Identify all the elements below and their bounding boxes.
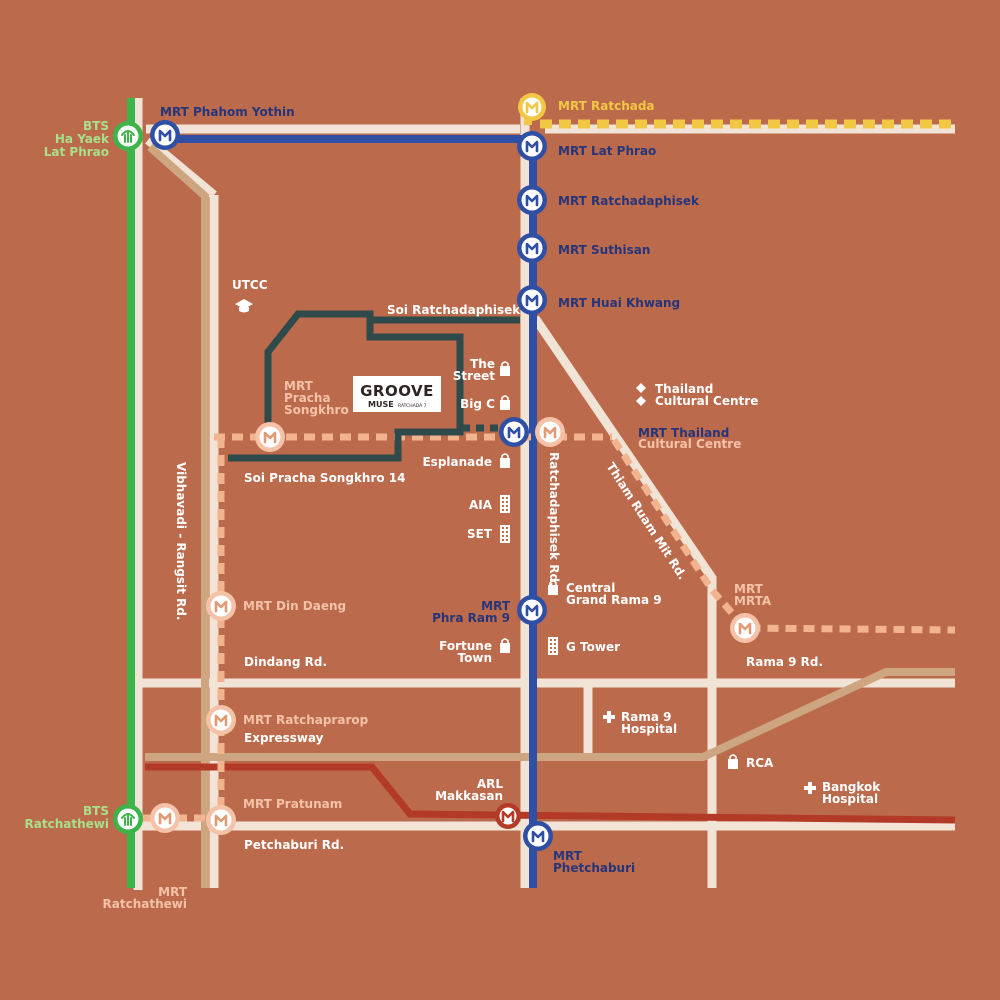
mrt-din-daeng-icon[interactable] <box>206 591 236 621</box>
label-mrt-ratchaprarop: MRT Ratchaprarop <box>243 713 369 727</box>
bangkok-hospital-cross-icon <box>804 782 816 794</box>
road-vibhavadi-diag <box>145 136 217 199</box>
label-vibhavadi: Vibhavadi - Rangsit Rd. <box>174 462 188 620</box>
rca-shopping-bag-icon <box>728 754 738 769</box>
label-mrt-din-daeng: MRT Din Daeng <box>243 599 346 613</box>
mrt-pratunam-icon[interactable] <box>206 805 236 835</box>
utcc-graduation-cap-icon <box>235 299 253 313</box>
thailand-cc-diamond-icon <box>636 396 646 406</box>
fortune-town-shopping-bag-icon <box>500 638 510 653</box>
label-mrt-phahom-yothin: MRT Phahom Yothin <box>160 105 295 119</box>
thailand-cc-diamond-icon <box>636 383 646 393</box>
label-esplanade: Esplanade <box>422 455 492 469</box>
central-shopping-bag-icon <box>548 580 558 595</box>
mrt-ratchathewi-icon[interactable] <box>150 803 180 833</box>
mrt-ratchada-icon[interactable] <box>518 93 546 121</box>
logo-box <box>353 376 441 412</box>
label-big-c: Big C <box>460 397 495 411</box>
label-mrt-lat-phrao: MRT Lat Phrao <box>558 144 656 158</box>
label-mrt-thailand-cc-2: Cultural Centre <box>638 437 741 451</box>
expressway-vibhavadi <box>147 144 209 888</box>
label-aia: AIA <box>469 498 493 512</box>
label-petchaburi: Petchaburi Rd. <box>244 838 344 852</box>
label-mrt-suthisan: MRT Suthisan <box>558 243 650 257</box>
bts-ha-yaek-icon[interactable] <box>113 121 143 151</box>
mrt-thailand-cc-blue-icon[interactable] <box>499 417 529 447</box>
mrt-mrta-icon[interactable] <box>730 613 760 643</box>
g-tower-office-building-icon <box>548 637 558 655</box>
set-office-building-icon <box>500 525 510 543</box>
logo-sub: MUSE <box>368 400 394 409</box>
mrt-pracha-songkhro-icon[interactable] <box>255 422 285 452</box>
aia-office-building-icon <box>500 495 510 513</box>
label-rca: RCA <box>746 756 774 770</box>
label-mrt-ratchadaphisek: MRT Ratchadaphisek <box>558 194 700 208</box>
label-set: SET <box>467 527 493 541</box>
arl-makkasan-icon[interactable] <box>495 803 521 829</box>
mrt-phra-ram9-icon[interactable] <box>517 595 547 625</box>
bts-ratchathewi-icon[interactable] <box>113 804 143 834</box>
label-utcc: UTCC <box>232 278 268 292</box>
big-c-shopping-bag-icon <box>500 395 510 410</box>
road-thiam-ruam-mit <box>531 315 717 888</box>
mrt-thailand-cc-orange-icon[interactable] <box>535 417 565 447</box>
logo-word: GROOVE <box>360 382 434 400</box>
mrt-ratchaprarop-icon[interactable] <box>206 705 236 735</box>
label-soi-ratchadaphisek-7: Soi Ratchadaphisek 7 <box>387 303 533 317</box>
project-area-outline <box>228 310 520 462</box>
label-mrt-ratchada: MRT Ratchada <box>558 99 655 113</box>
project-logo: GROOVE MUSE RATCHADA 7 <box>353 376 441 412</box>
label-mrt-huai-khwang: MRT Huai Khwang <box>558 296 680 310</box>
label-rama9-rd: Rama 9 Rd. <box>746 655 823 669</box>
mrt-suthisan-icon[interactable] <box>517 233 547 263</box>
label-expressway: Expressway <box>244 731 324 745</box>
mrt-blue-line <box>165 135 537 888</box>
label-ratchadaphisek-rd: Ratchadaphisek Rd. <box>547 452 561 587</box>
airport-rail-link <box>145 763 956 824</box>
expressway-lines <box>145 144 955 888</box>
mrt-ratchadaphisek-icon[interactable] <box>517 185 547 215</box>
logo-tag: RATCHADA 7 <box>398 403 427 409</box>
place-icons <box>235 299 816 794</box>
mrt-huai-khwang-icon[interactable] <box>517 285 547 315</box>
the-street-shopping-bag-icon <box>500 361 510 376</box>
label-dindang: Dindang Rd. <box>244 655 327 669</box>
label-g-tower: G Tower <box>566 640 620 654</box>
mrt-lat-phrao-icon[interactable] <box>517 131 547 161</box>
station-icons <box>113 93 760 851</box>
label-mrt-pratunam: MRT Pratunam <box>243 797 342 811</box>
mrt-phahom-yothin-icon[interactable] <box>150 120 180 150</box>
esplanade-shopping-bag-icon <box>500 453 510 468</box>
rama9-hospital-cross-icon <box>603 711 615 723</box>
label-soi-pracha-songkhro-14: Soi Pracha Songkhro 14 <box>244 471 406 485</box>
label-mrt-thailand-cc-1: MRT Thailand <box>638 426 729 440</box>
mrt-phetchaburi-icon[interactable] <box>523 821 553 851</box>
expressway-line <box>145 668 955 761</box>
